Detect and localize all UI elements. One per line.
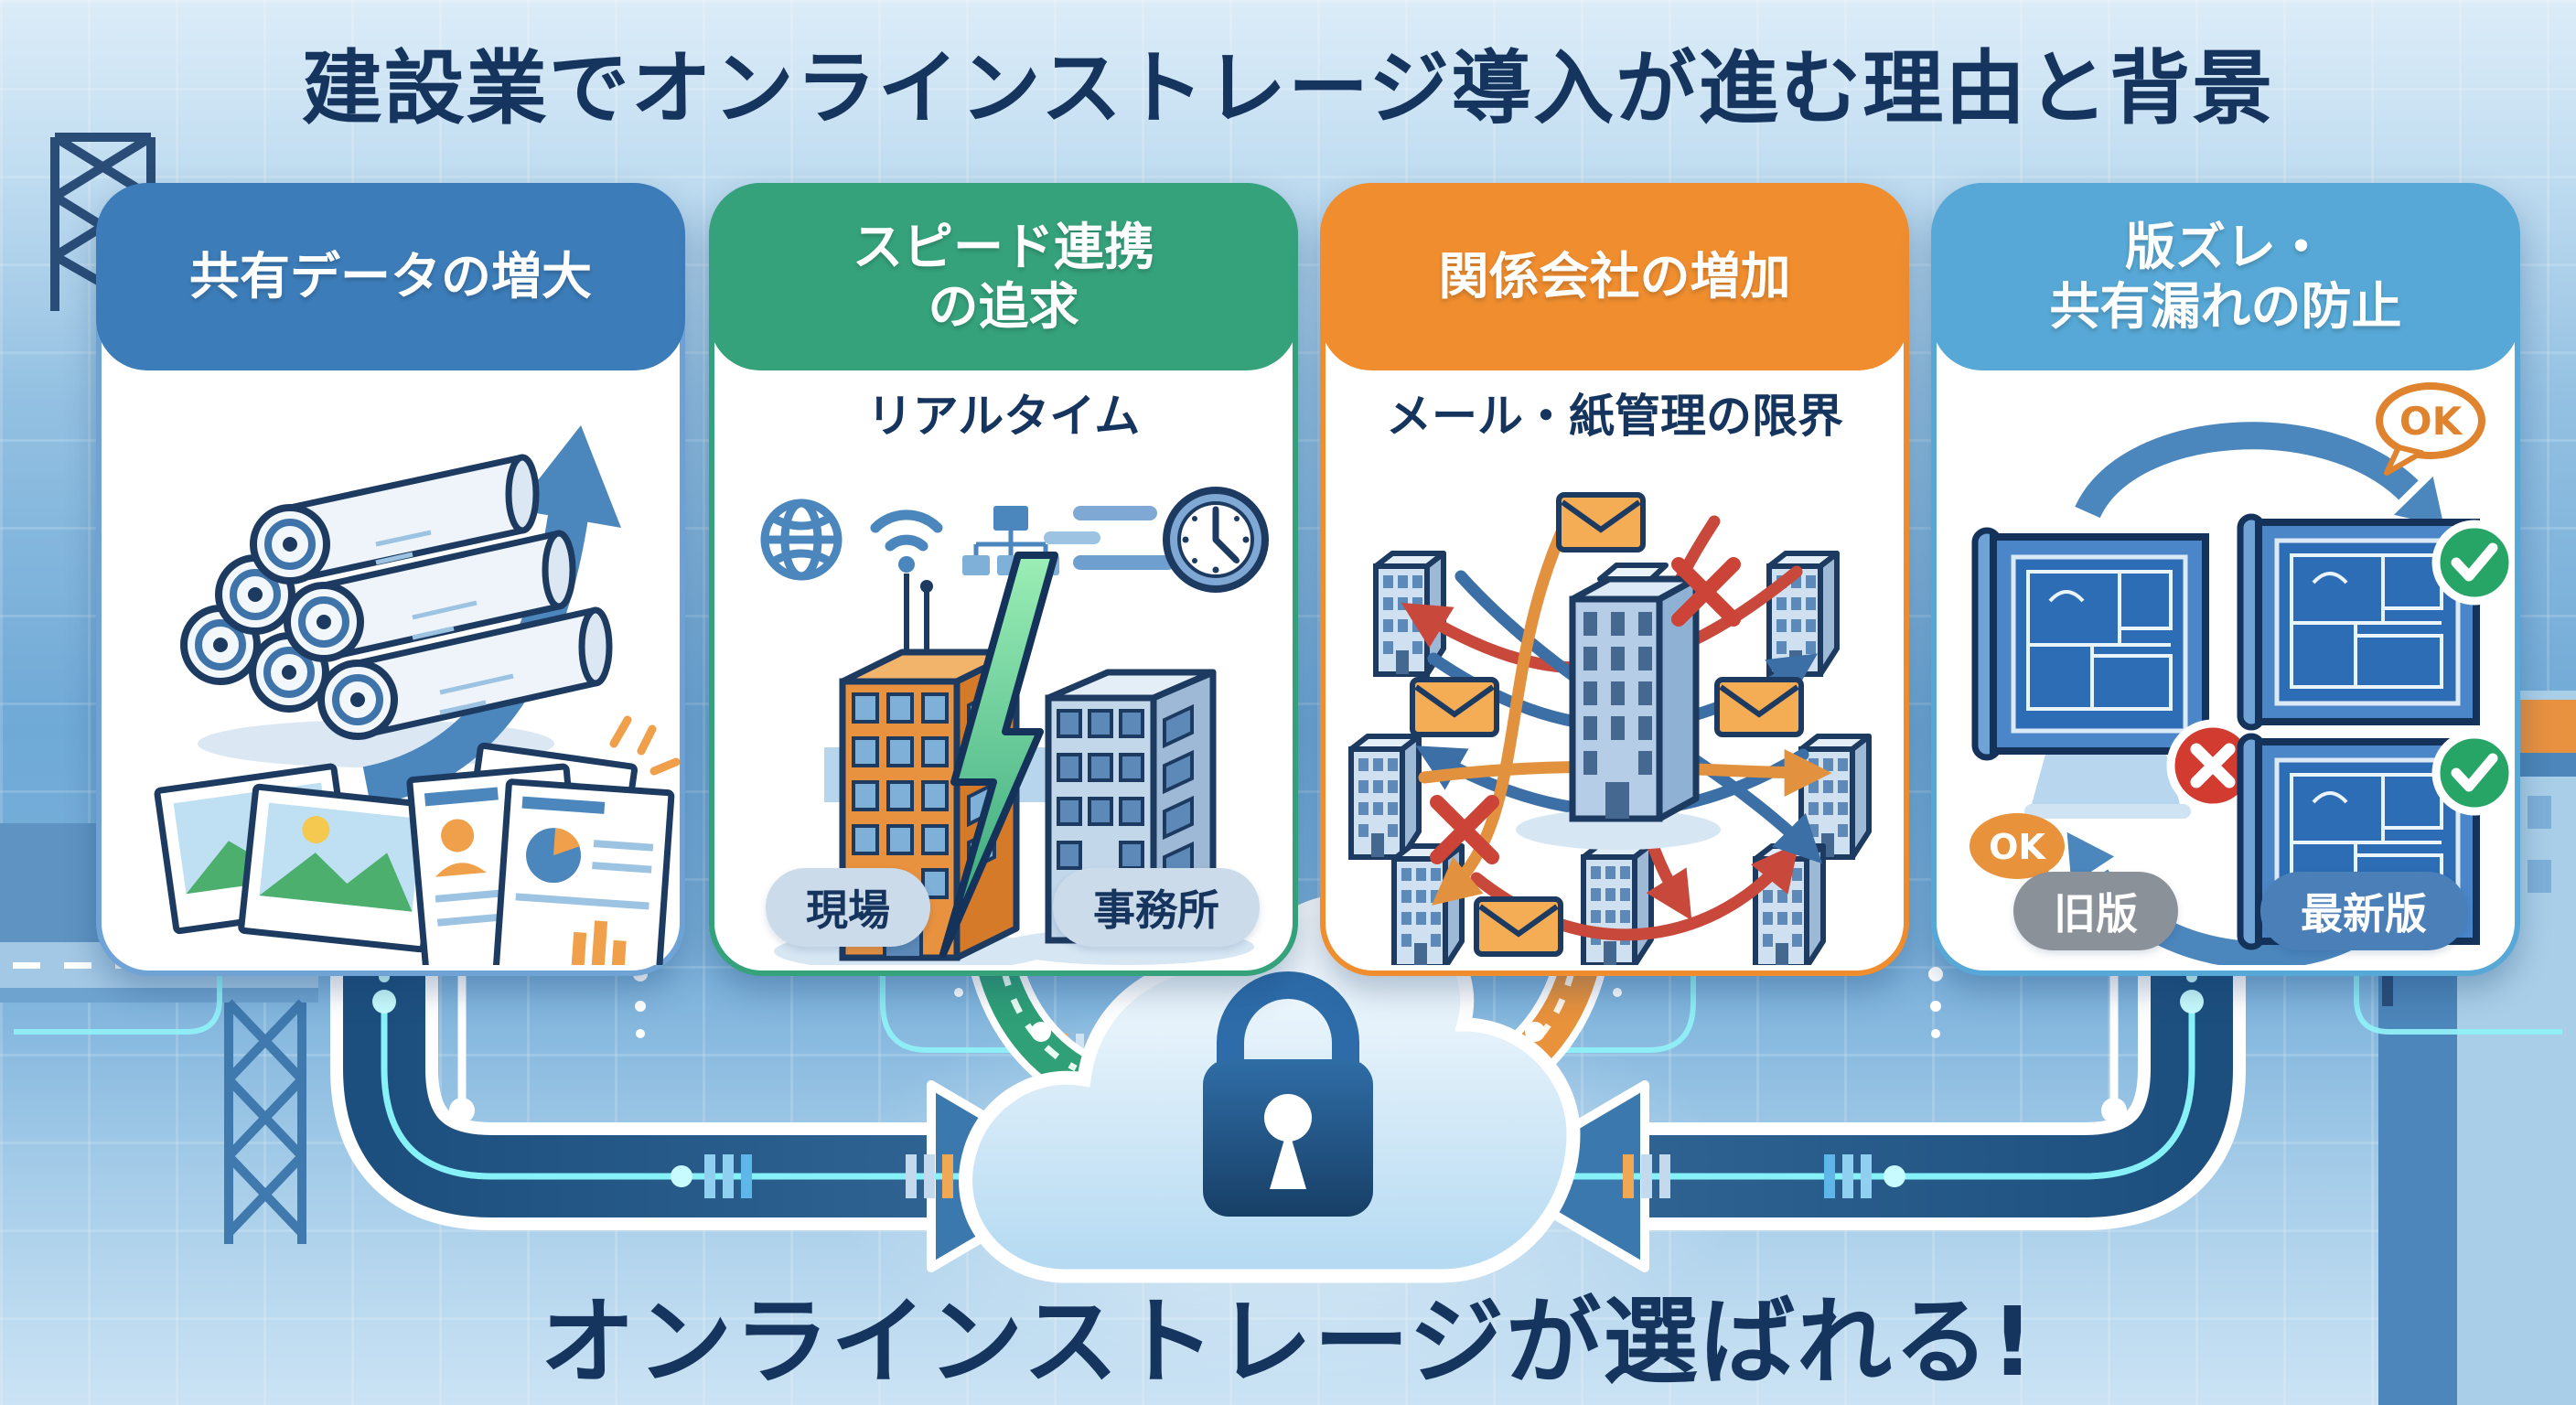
ok-bubble-top-icon: OK (2376, 382, 2485, 476)
circuit-traces (14, 947, 2562, 1053)
page-title: 建設業でオンラインストレージ導入が進む理由と背景 (301, 41, 2275, 135)
card-version-header: 版ズレ・ 共有漏れの防止 (1931, 183, 2520, 370)
card-partners-title: 関係会社の増加 (1438, 247, 1791, 306)
card-data-growth-title: 共有データの増大 (188, 247, 592, 306)
mail-limit-label: メール・紙管理の限界 (1386, 390, 1843, 443)
speed-illustration (760, 487, 1269, 965)
speed-lines-icon (1044, 506, 1175, 570)
check-icon (2431, 520, 2515, 816)
ok-label-bottom: OK (1989, 827, 2046, 867)
clock-icon (1163, 487, 1269, 593)
photos-icon (154, 763, 441, 953)
realtime-label: リアルタイム (866, 390, 1141, 443)
documents-icon (406, 715, 680, 965)
site-label: 現場 (766, 868, 930, 947)
card-partners-header: 関係会社の増加 (1320, 183, 1909, 370)
card-version-body: OK OK 旧版 最新版 (1937, 370, 2515, 965)
office-label: 事務所 (1053, 868, 1260, 947)
globe-icon (760, 499, 843, 581)
new-version-label: 最新版 (2260, 872, 2467, 950)
card-speed: スピード連携 の追求 リアルタイム (709, 183, 1298, 976)
card-partners-body: メール・紙管理の限界 (1326, 370, 1904, 965)
lock-icon (1203, 971, 1373, 1217)
card-speed-body: リアルタイム (714, 370, 1293, 965)
card-data-growth-header: 共有データの増大 (96, 183, 685, 370)
blueprint-rolls-icon (180, 454, 613, 740)
version-illustration: OK OK (1970, 382, 2515, 965)
center-building-icon (1516, 563, 1721, 850)
card-speed-title: スピード連携 の追求 (852, 217, 1154, 336)
card-speed-header: スピード連携 の追求 (709, 183, 1298, 370)
conclusion-text: オンラインストレージが選ばれる! (540, 1286, 2036, 1398)
error-x-icon (1430, 557, 1741, 864)
ok-label-top: OK (2399, 399, 2463, 444)
wifi-icon (870, 509, 943, 652)
lightning-icon (939, 552, 1058, 958)
cycle-arrow-top-icon (2068, 414, 2453, 535)
cloud-lock-icon (959, 893, 1581, 1283)
card-version-title: 版ズレ・ 共有漏れの防止 (2049, 217, 2402, 336)
sparkle-icon (609, 715, 680, 776)
card-data-growth: 共有データの増大 (96, 183, 685, 976)
old-blueprint-icon (1971, 527, 2209, 819)
partners-illustration (1326, 471, 1904, 965)
old-version-label: 旧版 (2013, 872, 2178, 950)
card-data-growth-body (102, 370, 680, 965)
data-growth-illustration (154, 425, 680, 965)
new-blueprint-icon (2237, 513, 2480, 950)
card-partners: 関係会社の増加 メール・紙管理の限界 (1320, 183, 1909, 976)
card-version: 版ズレ・ 共有漏れの防止 (1931, 183, 2520, 976)
